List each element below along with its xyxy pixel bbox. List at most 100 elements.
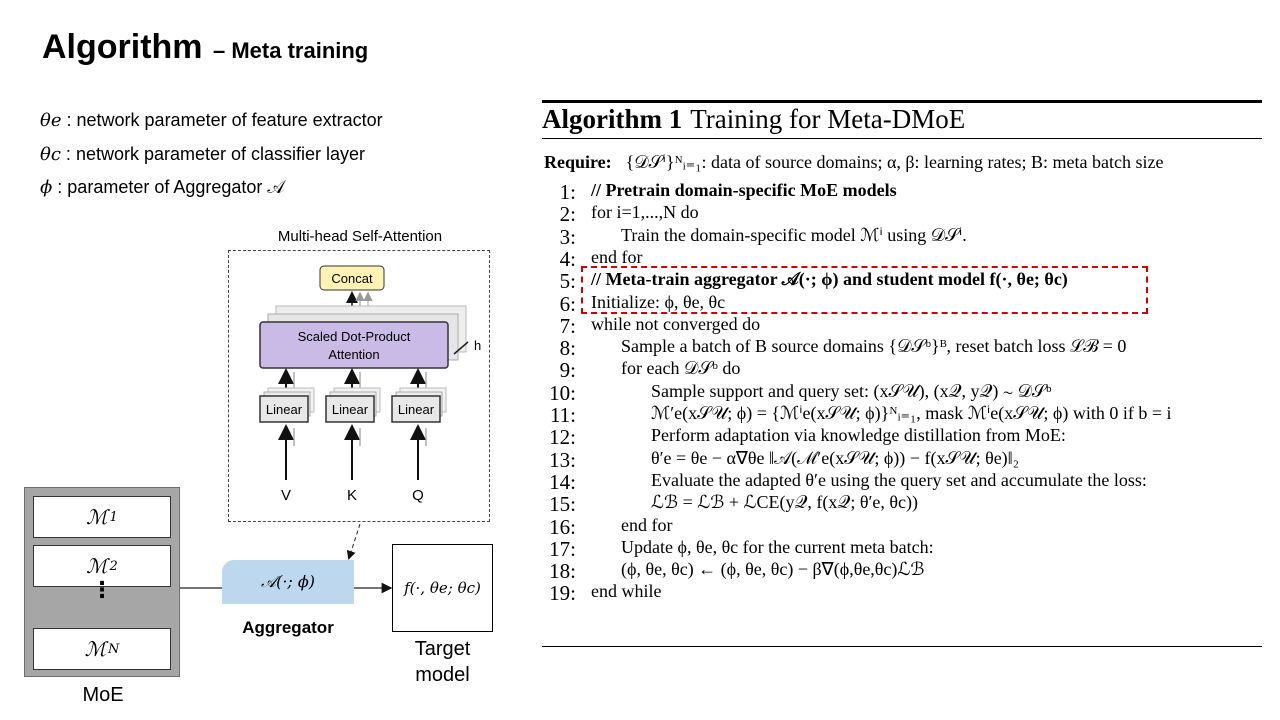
expert-ellipsis: ⋮: [91, 577, 113, 602]
algorithm-line: 16:end for: [544, 514, 1264, 539]
legend-theta-c: θc : network parameter of classifier lay…: [40, 144, 365, 165]
line-text: for i=1,...,N do: [591, 202, 699, 223]
algorithm-line: 6:Initialize: ϕ, θe, θc: [544, 291, 1264, 316]
target-label-line1: Target: [414, 638, 471, 660]
line-number: 3:: [559, 224, 576, 249]
line-text: Update ϕ, θe, θc for the current meta ba…: [621, 536, 934, 557]
line-text: Train the domain-specific model ℳⁱ using…: [621, 224, 967, 245]
slide-title: Algorithm – Meta training: [42, 28, 368, 67]
algorithm-line: 7:while not converged do: [544, 313, 1264, 338]
attention-to-aggregator-arrow: [346, 523, 361, 560]
legend-text: network parameter of classifier layer: [75, 144, 366, 164]
attention-diagram: Concat Scaled Dot-Product Attention h Li…: [259, 265, 481, 504]
require-label: Require:: [544, 152, 612, 172]
line-number: 4:: [559, 246, 576, 271]
moe-label: MoE: [82, 684, 124, 706]
linear-q: Linear: [391, 387, 447, 423]
target-label-line2: model: [415, 664, 470, 686]
line-number: 15:: [549, 492, 576, 517]
highlight-dashed-box: [581, 266, 1148, 314]
legend-symbol: ϕ: [40, 177, 53, 198]
algorithm-line: 10:Sample support and query set: (x𝒮𝒰), …: [544, 380, 1264, 405]
algorithm-line: 11: ℳ′e(x𝒮𝒰; ϕ) = {ℳⁱe(x𝒮𝒰; ϕ)}ᴺᵢ₌₁, mask…: [544, 403, 1264, 427]
algorithm-mid-rule: [542, 138, 1262, 139]
target-model-label: Target model: [392, 636, 493, 688]
line-number: 2:: [559, 202, 576, 227]
expert-symbol: ℳ: [86, 554, 108, 578]
expert-symbol: ℳ: [86, 505, 108, 529]
linear-label: Linear: [332, 402, 369, 417]
algorithm-line: 14:Evaluate the adapted θ′e using the qu…: [544, 469, 1264, 494]
line-number: 7:: [559, 313, 576, 338]
legend-symbol: θc: [40, 144, 61, 165]
algorithm-bottom-rule: [542, 646, 1262, 647]
line-text: Sample a batch of B source domains {𝒟𝒮ᵇ}…: [621, 336, 1127, 357]
legend-sep: :: [61, 110, 77, 130]
attention-dashed-box: [228, 250, 490, 522]
algorithm-line: 2: for i=1,...,N do: [544, 202, 1264, 227]
expert-symbol: ℳ: [84, 637, 106, 661]
line-number: 9:: [559, 358, 576, 383]
line-text: ℳ′e(x𝒮𝒰; ϕ) = {ℳⁱe(x𝒮𝒰; ϕ)}ᴺᵢ₌₁, mask ℳⁱ…: [651, 403, 1172, 423]
linear-k: Linear: [325, 387, 381, 423]
line-number: 18:: [549, 559, 576, 584]
algorithm-top-rule: [542, 100, 1262, 103]
algorithm-line: 3: Train the domain-specific model ℳⁱ usi…: [544, 224, 1264, 249]
line-text: end while: [591, 581, 662, 602]
algorithm-line: 1: // Pretrain domain-specific MoE models: [544, 180, 1264, 204]
legend-theta-e: θe : network parameter of feature extrac…: [40, 110, 383, 131]
algorithm-line: 19: end while: [544, 581, 1264, 606]
line-text: θ′e = θe − α∇θe ‖𝒜(ℳ′e(x𝒮𝒰; ϕ)) − f(x𝒮𝒰;…: [651, 447, 1020, 468]
input-q: Q: [412, 487, 424, 504]
concat-box: [319, 265, 385, 291]
algorithm-require: Require:{𝒟𝒮ⁱ}ᴺᵢ₌₁: data of source domain…: [544, 152, 1163, 173]
algorithm-line: 18:(ϕ, θe, θc) ← (ϕ, θe, θc) − β∇(ϕ,θe,θ…: [544, 559, 1264, 584]
line-text: end for: [621, 514, 673, 535]
line-number: 1:: [559, 180, 576, 204]
algorithm-number: Algorithm 1: [542, 104, 683, 134]
attention-label: Multi-head Self-Attention: [277, 228, 443, 245]
algorithm-line: 9:for each 𝒟𝒮ᵇ do: [544, 358, 1264, 383]
sdpa-label-1: Scaled Dot-Product: [298, 329, 411, 344]
aggregator-formula: 𝒜(·; ϕ): [260, 572, 316, 591]
line-text: // Pretrain domain-specific MoE models: [591, 180, 897, 200]
line-number: 13:: [549, 447, 576, 472]
line-text: ℒℬ = ℒℬ + ℒCE(y𝒬, f(x𝒬; θ′e, θc)): [651, 492, 918, 513]
line-text: Initialize: ϕ, θe, θc: [591, 291, 726, 312]
legend-phi: ϕ : parameter of Aggregator 𝒜: [40, 177, 284, 198]
line-number: 19:: [549, 581, 576, 606]
expert-index: 2: [109, 558, 118, 574]
linear-label: Linear: [398, 402, 435, 417]
title-main: Algorithm: [42, 28, 203, 66]
line-number: 11:: [549, 403, 576, 427]
algorithm-line: 15: ℒℬ = ℒℬ + ℒCE(y𝒬, f(x𝒬; θ′e, θc)): [544, 492, 1264, 517]
legend-sep: :: [52, 177, 68, 197]
linear-v: Linear: [259, 387, 315, 423]
head-bracket: [453, 341, 469, 355]
line-text: Perform adaptation via knowledge distill…: [651, 425, 1066, 446]
algorithm-line: 12:Perform adaptation via knowledge dist…: [544, 425, 1264, 449]
sdpa-label-2: Attention: [328, 347, 379, 362]
algorithm-name: Training for Meta-DMoE: [690, 104, 966, 134]
expert-index: 1: [109, 509, 118, 525]
linear-label: Linear: [266, 402, 303, 417]
aggregator-box: 𝒜(·; ϕ): [222, 560, 354, 604]
algorithm-line: 5:// Meta-train aggregator 𝒜(·; ϕ) and s…: [544, 269, 1264, 293]
algorithm-line: 4:end for: [544, 246, 1264, 271]
line-text: // Meta-train aggregator 𝒜(·; ϕ) and stu…: [591, 269, 1068, 290]
input-k: K: [347, 487, 357, 504]
line-number: 10:: [549, 380, 576, 405]
line-number: 17:: [549, 536, 576, 561]
algorithm-line: 13: θ′e = θe − α∇θe ‖𝒜(ℳ′e(x𝒮𝒰; ϕ)) − f(x…: [544, 447, 1264, 472]
input-v: V: [281, 487, 291, 504]
legend-text: network parameter of feature extractor: [76, 110, 383, 130]
line-text: Evaluate the adapted θ′e using the query…: [651, 469, 1147, 490]
legend-sep: :: [60, 144, 76, 164]
aggregator-label: Aggregator: [242, 618, 334, 637]
